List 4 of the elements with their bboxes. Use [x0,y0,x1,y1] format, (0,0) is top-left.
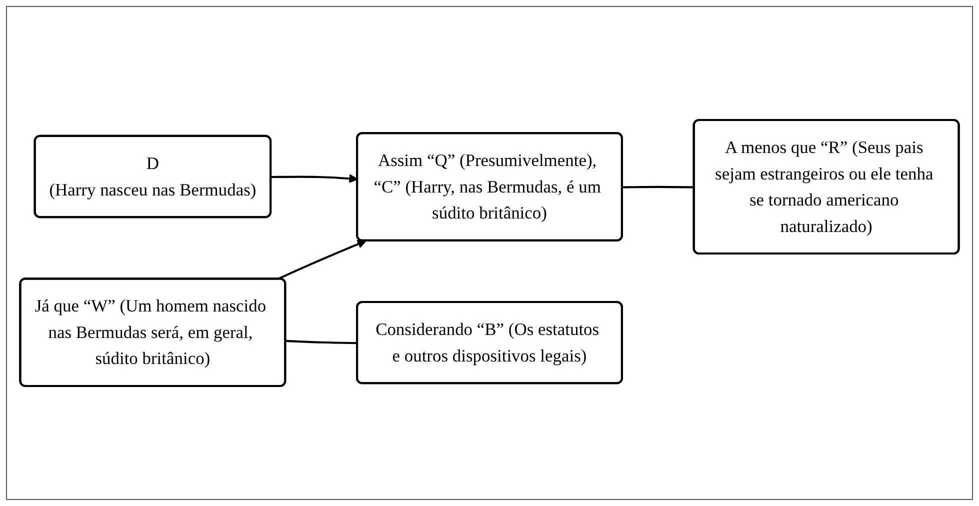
connector [622,186,694,188]
connector [286,340,358,344]
arrow [276,240,366,280]
arrow [271,174,358,184]
